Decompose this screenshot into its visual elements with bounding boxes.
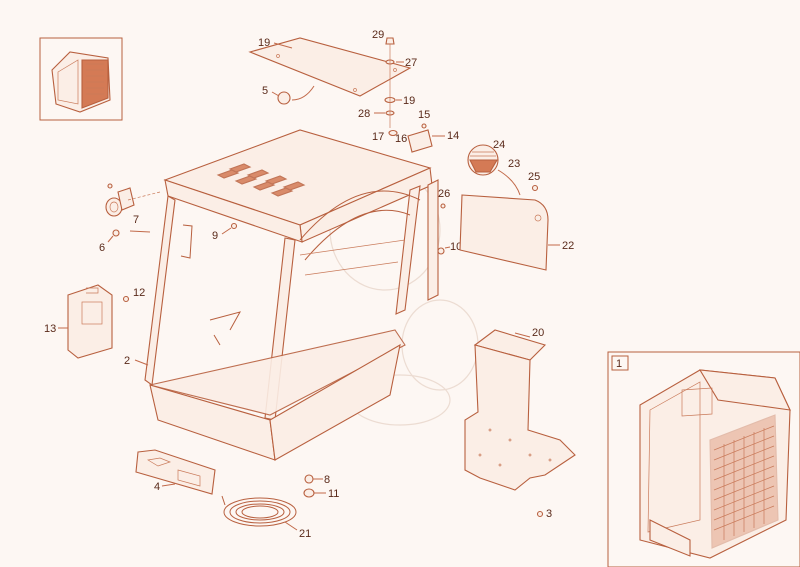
nut-10[interactable] [437,247,445,255]
callout-6: 6 [99,242,105,254]
callout-19-roof: 19 [258,37,270,49]
seal-coil[interactable] [221,495,297,527]
callout-1: 1 [616,358,622,370]
mirror-bracket[interactable] [105,183,161,237]
lamp-assembly[interactable] [388,123,433,153]
vent-fan[interactable] [467,144,521,196]
thumbnail-top-left[interactable] [39,37,123,121]
step-pad[interactable] [135,449,216,495]
screw-12[interactable] [122,295,130,303]
nut-washer[interactable] [303,474,315,498]
callout-7: 7 [133,214,139,226]
callout-21: 21 [299,528,311,540]
callout-10: 10 [450,241,462,253]
callout-4: 4 [154,481,160,493]
callout-22: 22 [562,240,574,252]
bolt-26[interactable] [440,203,446,209]
callout-13: 13 [44,323,56,335]
callout-9: 9 [212,230,218,242]
fastener-stack[interactable] [384,37,396,128]
knob-5[interactable] [277,85,315,105]
callout-16: 16 [395,133,407,145]
roof-panel[interactable] [248,37,412,97]
document-holder[interactable] [67,284,113,359]
callout-17: 17 [372,131,384,143]
callout-28: 28 [358,108,370,120]
callout-11: 11 [328,488,339,500]
callout-25: 25 [528,171,540,183]
callout-14: 14 [447,130,459,142]
callout-2: 2 [124,355,130,367]
callout-24: 24 [493,139,505,151]
side-window[interactable] [459,194,549,271]
callout-20: 20 [532,327,544,339]
callout-26: 26 [438,188,450,200]
screw-9[interactable] [230,222,238,230]
cab-frame[interactable] [144,129,439,461]
callout-27: 27 [405,57,417,69]
callout-5: 5 [262,85,268,97]
screw-3[interactable] [536,510,544,518]
callout-8: 8 [324,474,330,486]
callout-29: 29 [372,29,384,41]
callout-19-washer: 19 [403,95,415,107]
detail-view-frame[interactable]: 1 [607,351,800,567]
callout-15: 15 [418,109,430,121]
callout-12: 12 [133,287,145,299]
callout-23: 23 [508,158,520,170]
clip-25[interactable] [531,184,539,192]
callout-3: 3 [546,508,552,520]
floor-plate[interactable] [464,329,576,491]
